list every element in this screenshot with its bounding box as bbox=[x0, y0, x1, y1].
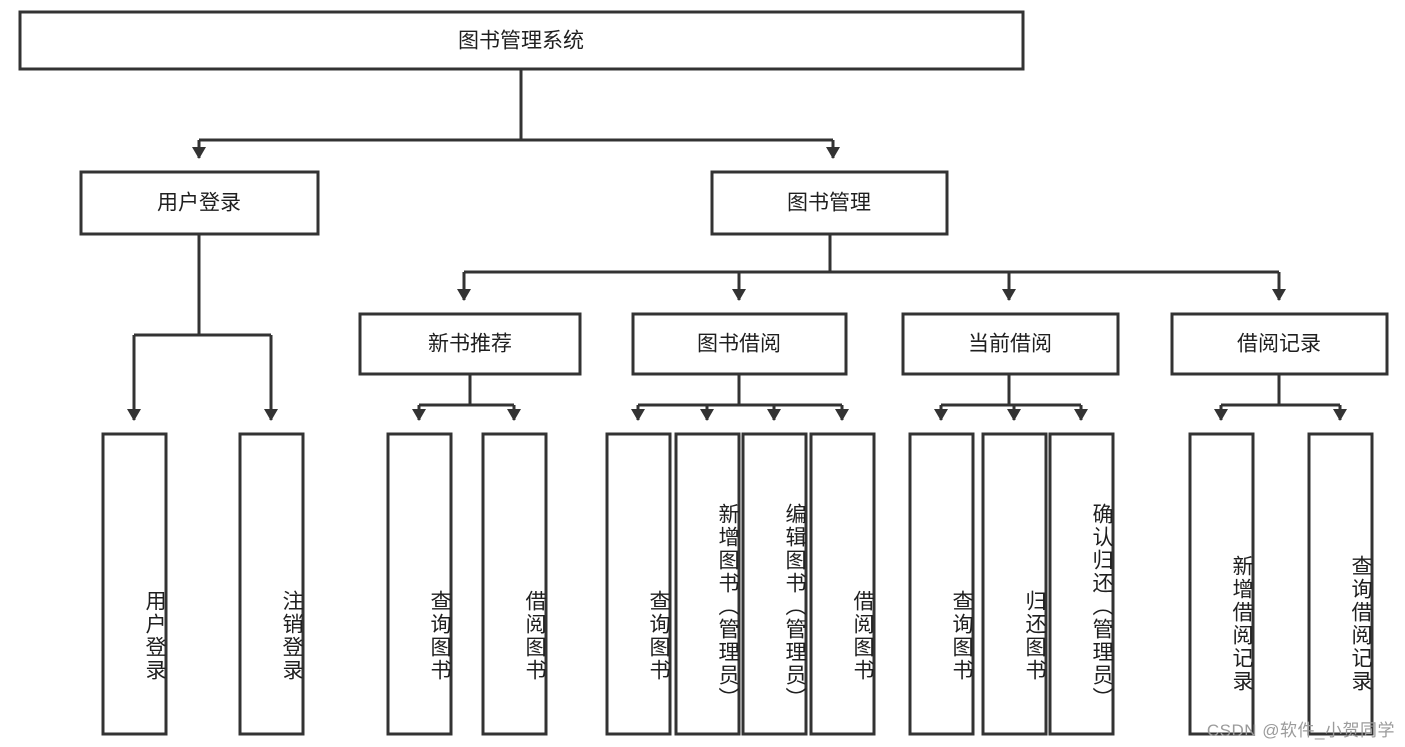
node-borrow-record-box[interactable] bbox=[1170, 312, 1389, 376]
node-borrow-record[interactable]: 借阅记录 bbox=[1170, 312, 1389, 376]
node-user-login-box[interactable] bbox=[79, 170, 320, 236]
node-root[interactable]: 图书管理系统 bbox=[18, 10, 1025, 71]
node-current-borrow-label: 当前借阅 bbox=[968, 333, 1052, 356]
node-leaf-query-record-box[interactable] bbox=[1307, 432, 1374, 736]
node-leaf-query-book-3-box[interactable] bbox=[908, 432, 975, 736]
node-leaf-logout-box[interactable] bbox=[238, 432, 305, 736]
node-book-management[interactable]: 图书管理 bbox=[710, 170, 949, 236]
node-borrow-record-label: 借阅记录 bbox=[1237, 333, 1321, 356]
node-leaf-borrow-book-1-box[interactable] bbox=[481, 432, 548, 736]
node-root-label: 图书管理系统 bbox=[458, 30, 584, 53]
node-user-login[interactable]: 用户登录 bbox=[79, 170, 320, 236]
node-leaf-confirm-return-box[interactable] bbox=[1048, 432, 1115, 736]
node-book-borrow-label: 图书借阅 bbox=[697, 333, 781, 356]
node-book-management-box[interactable] bbox=[710, 170, 949, 236]
node-root-box[interactable] bbox=[18, 10, 1025, 71]
node-leaf-edit-book-box[interactable] bbox=[741, 432, 808, 736]
node-leaf-query-book-2-box[interactable] bbox=[605, 432, 672, 736]
node-book-borrow-box[interactable] bbox=[631, 312, 848, 376]
node-leaf-add-book-box[interactable] bbox=[674, 432, 741, 736]
node-new-book-recommend-box[interactable] bbox=[358, 312, 582, 376]
watermark-text: CSDN @软件_小贺同学 bbox=[1206, 721, 1395, 740]
edge-group bbox=[127, 69, 1347, 421]
node-leaf-user-login-box[interactable] bbox=[101, 432, 168, 736]
node-current-borrow[interactable]: 当前借阅 bbox=[901, 312, 1120, 376]
node-new-book-recommend-label: 新书推荐 bbox=[428, 333, 512, 356]
node-book-borrow[interactable]: 图书借阅 bbox=[631, 312, 848, 376]
node-leaf-return-book-box[interactable] bbox=[981, 432, 1048, 736]
node-group: 图书管理系统 用户登录 图书管理 新书推荐 图书借阅 当前 bbox=[18, 10, 1389, 736]
node-leaf-borrow-book-2-box[interactable] bbox=[809, 432, 876, 736]
node-current-borrow-box[interactable] bbox=[901, 312, 1120, 376]
node-book-management-label: 图书管理 bbox=[787, 192, 871, 215]
node-user-login-label: 用户登录 bbox=[157, 192, 241, 215]
node-leaf-query-book-1-box[interactable] bbox=[386, 432, 453, 736]
node-leaf-add-record-box[interactable] bbox=[1188, 432, 1255, 736]
node-new-book-recommend[interactable]: 新书推荐 bbox=[358, 312, 582, 376]
